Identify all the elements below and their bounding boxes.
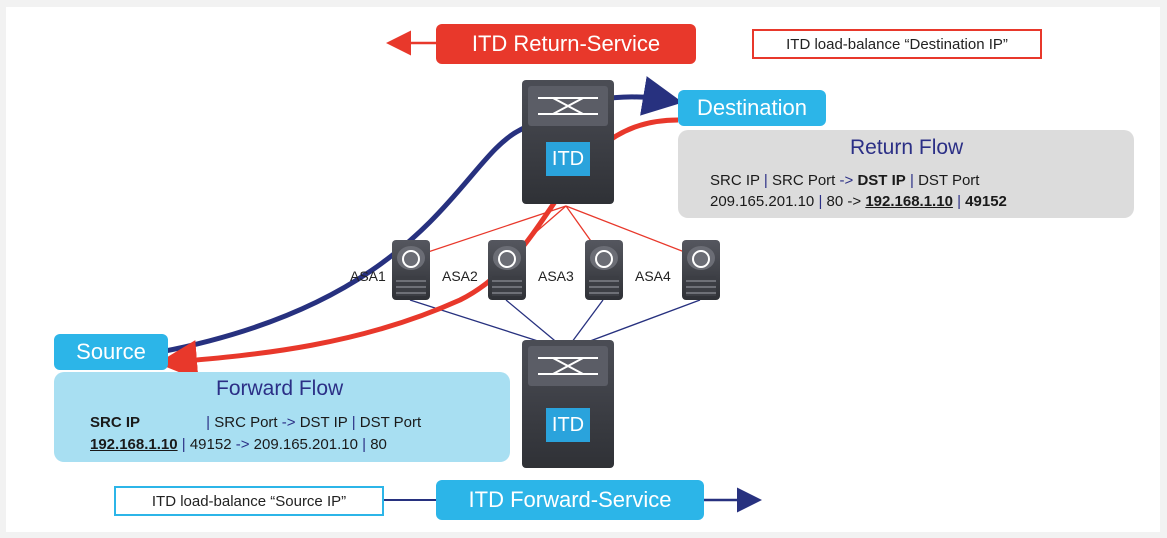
- forward-service-note: ITD load-balance “Source IP”: [114, 486, 384, 516]
- top-switch-crossbar-icon: [528, 86, 608, 126]
- asa2-label: ASA2: [442, 268, 478, 284]
- forward-flow-title: Forward Flow: [216, 377, 344, 400]
- bottom-switch: ITD: [522, 340, 614, 468]
- asa3-firewall-icon: [585, 240, 623, 300]
- destination-node: Destination: [678, 90, 826, 126]
- forward-flow-header: SRC IP | SRC Port -> DST IP | DST Port: [90, 414, 422, 431]
- forward-flow-values: 192.168.1.10 | 49152 -> 209.165.201.10 |…: [90, 436, 387, 453]
- bottom-switch-crossbar-icon: [528, 346, 608, 386]
- return-flow-header: SRC IP | SRC Port -> DST IP | DST Port: [710, 172, 980, 189]
- asa1-label: ASA1: [350, 268, 386, 284]
- forward-flow-panel: [54, 372, 510, 462]
- top-switch-links: [409, 205, 701, 259]
- return-flow-values: 209.165.201.10 | 80 -> 192.168.1.10 | 49…: [710, 193, 1007, 210]
- asa4-firewall-icon: [682, 240, 720, 300]
- forward-service-pill: ITD Forward-Service: [436, 480, 704, 520]
- top-switch-itd-badge: ITD: [546, 142, 590, 176]
- return-flow-title: Return Flow: [850, 136, 964, 159]
- return-service-pill: ITD Return-Service: [436, 24, 696, 64]
- asa2-firewall-icon: [488, 240, 526, 300]
- source-node: Source: [54, 334, 168, 370]
- return-service-note: ITD load-balance “Destination IP”: [752, 29, 1042, 59]
- top-switch: ITD: [522, 80, 614, 204]
- return-flow-panel: [678, 130, 1134, 218]
- asa1-firewall-icon: [392, 240, 430, 300]
- asa4-label: ASA4: [635, 268, 671, 284]
- bottom-switch-itd-badge: ITD: [546, 408, 590, 442]
- asa3-label: ASA3: [538, 268, 574, 284]
